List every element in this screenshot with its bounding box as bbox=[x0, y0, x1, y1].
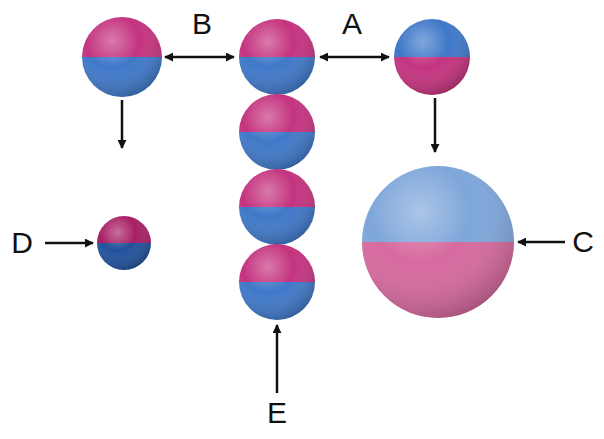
sphere bbox=[97, 216, 151, 270]
arrow bbox=[45, 57, 565, 393]
callout-letter: D bbox=[11, 228, 33, 258]
callout-letter: E bbox=[267, 398, 287, 428]
sphere-chain bbox=[239, 19, 315, 320]
sphere bbox=[82, 17, 162, 97]
sphere bbox=[394, 19, 470, 95]
callout-letter: B bbox=[192, 9, 212, 39]
callout-letter: A bbox=[342, 9, 362, 39]
sphere bbox=[362, 166, 514, 318]
callout-letter: C bbox=[572, 227, 594, 257]
